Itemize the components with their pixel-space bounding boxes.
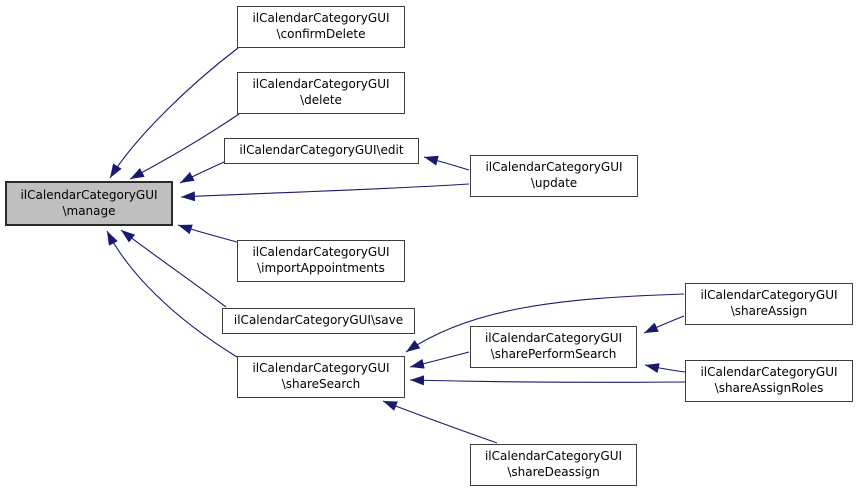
node-label-line: \update xyxy=(530,176,578,190)
edge-update-to-manage xyxy=(180,183,470,202)
node-label-line: \importAppointments xyxy=(257,261,385,275)
node-label-line: ilCalendarCategoryGUI xyxy=(484,449,623,464)
node-label-line: ilCalendarCategoryGUI xyxy=(20,187,158,202)
node-label-line: ilCalendarCategoryGUI xyxy=(252,11,390,26)
node-shareDeassign[interactable]: ilCalendarCategoryGUI\shareDeassign xyxy=(470,444,637,486)
node-manage: ilCalendarCategoryGUI\manage xyxy=(5,181,173,226)
node-label-line: \sharePerformSearch xyxy=(490,347,617,361)
edge-sharePerformSearch-to-shareSearch xyxy=(409,351,470,369)
node-sharePerformSearch[interactable]: ilCalendarCategoryGUI\sharePerformSearch xyxy=(470,326,637,368)
node-update[interactable]: ilCalendarCategoryGUI\update xyxy=(470,155,638,197)
edge-shareAssign-to-shareSearch xyxy=(405,293,685,353)
edge-group xyxy=(106,47,686,444)
node-label-line: \shareAssign xyxy=(730,304,808,318)
edge-shareAssignRoles-to-sharePerformSearch xyxy=(644,363,686,374)
node-label-line: ilCalendarCategoryGUI xyxy=(700,288,838,303)
node-shareAssignRoles[interactable]: ilCalendarCategoryGUI\shareAssignRoles xyxy=(685,360,853,402)
node-label-line: \shareSearch xyxy=(281,377,361,391)
node-confirmDelete[interactable]: ilCalendarCategoryGUI\confirmDelete xyxy=(237,6,405,48)
node-label-line: ilCalendarCategoryGUI xyxy=(252,77,390,92)
node-label-line: ilCalendarCategoryGUI xyxy=(485,160,623,175)
node-label-line: ilCalendarCategoryGUI xyxy=(252,245,390,260)
node-label-line: ilCalendarCategoryGUI xyxy=(484,331,623,346)
edge-shareAssign-to-sharePerformSearch xyxy=(643,315,685,334)
node-label-line: \shareDeassign xyxy=(507,465,600,479)
edge-update-to-edit xyxy=(423,155,470,171)
edge-shareDeassign-to-shareSearch xyxy=(382,400,498,444)
node-label-line: ilCalendarCategoryGUI\save xyxy=(233,313,404,328)
edge-shareAssignRoles-to-shareSearch xyxy=(409,375,686,386)
node-shareSearch[interactable]: ilCalendarCategoryGUI\shareSearch xyxy=(237,356,405,398)
node-label-line: ilCalendarCategoryGUI xyxy=(700,365,838,380)
node-label-line: ilCalendarCategoryGUI xyxy=(252,361,390,376)
node-label-line: \manage xyxy=(62,203,116,218)
edge-confirmDelete-to-manage xyxy=(109,47,239,179)
node-save[interactable]: ilCalendarCategoryGUI\save xyxy=(222,308,415,334)
node-label-line: \shareAssignRoles xyxy=(714,381,824,395)
node-shareAssign[interactable]: ilCalendarCategoryGUI\shareAssign xyxy=(685,283,853,325)
node-importAppointments[interactable]: ilCalendarCategoryGUI\importAppointments xyxy=(237,240,405,282)
edge-delete-to-manage xyxy=(129,113,240,180)
edge-save-to-manage xyxy=(120,229,227,308)
edge-shareSearch-to-manage xyxy=(106,230,238,358)
node-edit[interactable]: ilCalendarCategoryGUI\edit xyxy=(224,138,419,164)
node-label-line: ilCalendarCategoryGUI\edit xyxy=(239,143,404,158)
node-label-line: \confirmDelete xyxy=(276,27,366,41)
node-label-line: \delete xyxy=(300,93,342,107)
node-delete[interactable]: ilCalendarCategoryGUI\delete xyxy=(237,72,405,114)
edge-edit-to-manage xyxy=(179,161,225,184)
edge-importAppointments-to-manage xyxy=(177,224,238,243)
